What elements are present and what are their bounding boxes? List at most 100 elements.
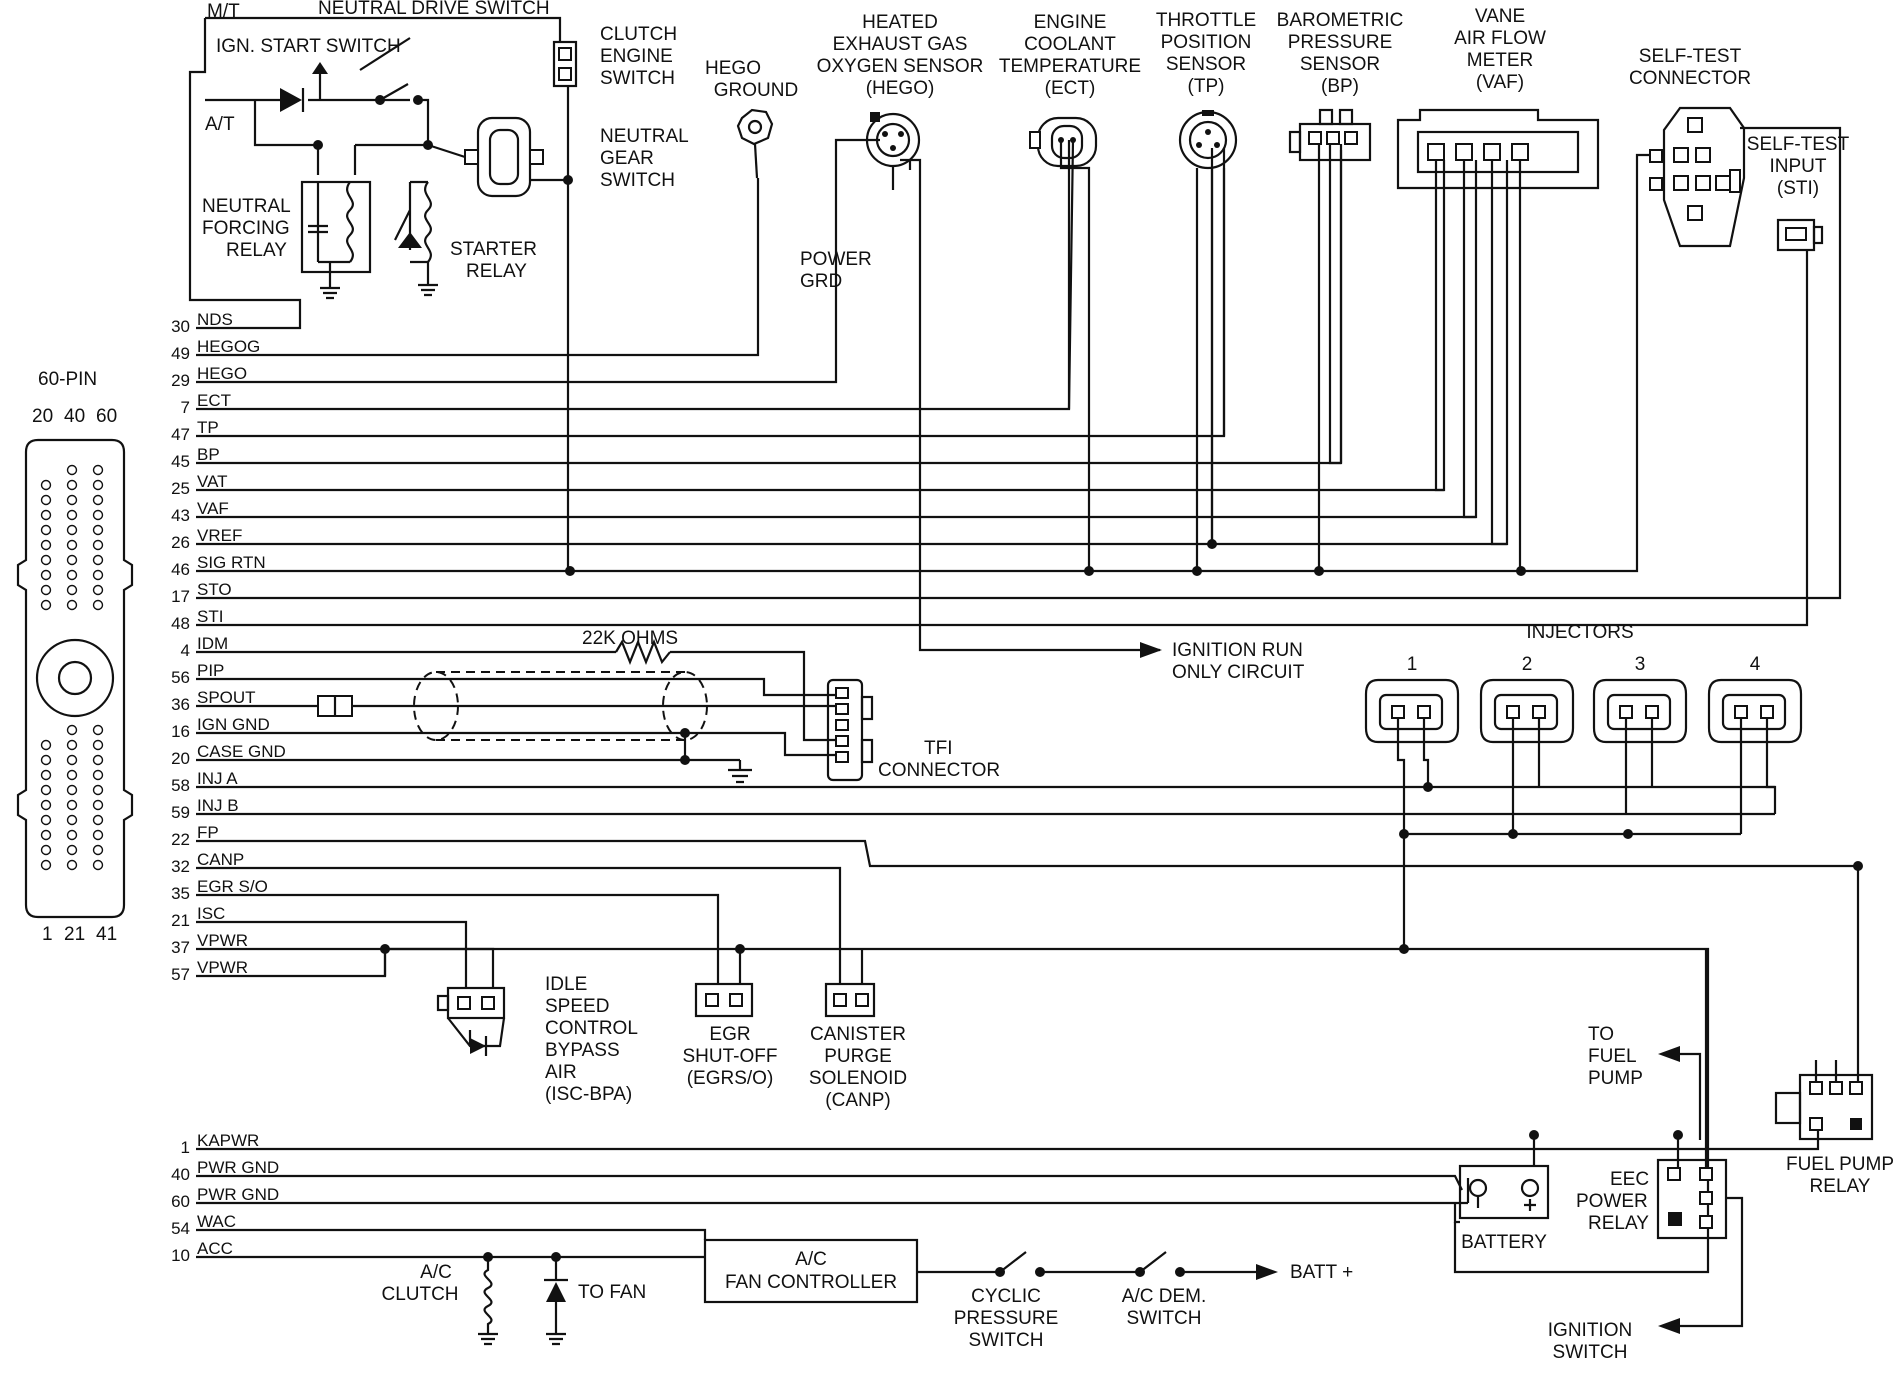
label-hego-4: (HEGO) xyxy=(866,78,935,99)
pin-signal: IDM xyxy=(197,634,228,653)
label-tfi-1: TFI xyxy=(924,738,953,759)
label-egr-2: SHUT-OFF xyxy=(683,1046,778,1067)
wire-starter-relay xyxy=(410,180,430,285)
pin-signal: VAT xyxy=(197,472,228,491)
hego-pin xyxy=(882,131,888,137)
self-test-connector: SELF-TEST CONNECTOR SELF-TEST INPUT (STI… xyxy=(1629,46,1850,252)
eec-relay-pin xyxy=(1699,1215,1713,1229)
connector-pin-hole xyxy=(66,494,78,506)
connector-bottom-number-41: 41 xyxy=(96,924,117,945)
pin-signal: SPOUT xyxy=(197,688,256,707)
wire-bp xyxy=(196,150,1343,465)
wire-switch-out xyxy=(418,98,430,145)
connector-pin-hole xyxy=(40,739,52,751)
label-eec-2: POWER xyxy=(1576,1191,1648,1212)
connector-pin-hole xyxy=(92,769,104,781)
connector-pin-hole xyxy=(66,784,78,796)
self-test-pin xyxy=(1673,147,1689,163)
connector-tab xyxy=(464,149,479,165)
wire-idm xyxy=(196,650,835,742)
tfi-side-tab xyxy=(860,695,874,721)
pin-signal: CASE GND xyxy=(197,742,286,761)
pin-number: 56 xyxy=(171,668,190,687)
connector-pin-hole xyxy=(92,814,104,826)
starter-circuit: M/T A/T NEUTRAL DRIVE SWITCH IGN. START … xyxy=(202,0,689,571)
label-neutral-gear-3: SWITCH xyxy=(600,170,675,191)
self-test-body xyxy=(1662,106,1746,248)
connector-pin-hole xyxy=(92,829,104,841)
tp-pin xyxy=(1205,129,1211,135)
ect-inner xyxy=(1050,124,1084,160)
label-power-grd-1: POWER xyxy=(800,249,872,270)
ground-eyelet-hole xyxy=(747,119,763,135)
wire-fp xyxy=(196,839,1860,1082)
label-cyclic-3: SWITCH xyxy=(969,1330,1044,1351)
shield-end-icon xyxy=(413,671,459,741)
wire-ect-sensor xyxy=(1059,139,1091,571)
pin-signal: VAF xyxy=(197,499,229,518)
fp-relay-pin xyxy=(1849,1081,1863,1095)
wire-isc xyxy=(196,920,468,988)
label-fp-relay-2: RELAY xyxy=(1810,1176,1871,1197)
connector-center-hub xyxy=(57,660,93,696)
junction-dot xyxy=(313,140,323,150)
wire-bp-sensor xyxy=(1317,144,1343,571)
pin-signal: ECT xyxy=(197,391,231,410)
tp-pin xyxy=(1214,142,1220,148)
connector-pin-hole xyxy=(66,724,78,736)
diode-icon xyxy=(546,1282,566,1302)
wire-egr xyxy=(196,893,720,984)
label-injectors: INJECTORS xyxy=(1526,622,1633,643)
label-at: A/T xyxy=(205,114,235,135)
pin-number: 10 xyxy=(171,1246,190,1265)
injector-number-4: 4 xyxy=(1750,654,1761,675)
label-ect-2: COOLANT xyxy=(1024,34,1116,55)
connector-pin-hole xyxy=(40,569,52,581)
connector-pin-hole xyxy=(40,829,52,841)
fuel-pump-relay-tab xyxy=(1774,1091,1802,1125)
label-tp-4: (TP) xyxy=(1188,76,1225,97)
label-ignition-switch-2: SWITCH xyxy=(1553,1342,1628,1363)
label-ign-run-2: ONLY CIRCUIT xyxy=(1172,662,1305,683)
label-tp-3: SENSOR xyxy=(1166,54,1246,75)
connector-pin-hole xyxy=(92,479,104,491)
injector-2 xyxy=(1479,678,1575,834)
tfi-connector-body xyxy=(826,678,864,782)
connector-pin-hole xyxy=(40,509,52,521)
sti-plug-pin xyxy=(1785,227,1807,241)
label-canp-4: (CANP) xyxy=(825,1090,890,1111)
pin-signal: ACC xyxy=(197,1239,233,1258)
ground-icon xyxy=(418,283,438,297)
tp-inner xyxy=(1188,120,1228,160)
connector-pin-hole xyxy=(92,739,104,751)
pin-signal: VPWR xyxy=(197,958,248,977)
label-hego-1: HEATED xyxy=(862,12,938,33)
self-test-pin xyxy=(1687,205,1703,221)
power-circuit: TO FUEL PUMP FUEL PUMP RELAY BATTERY E xyxy=(1453,949,1894,1363)
connector-pin-hole xyxy=(66,524,78,536)
ground-icon xyxy=(546,1332,566,1346)
connector-title: 60-PIN xyxy=(38,369,97,390)
eec-relay-pin-filled xyxy=(1668,1212,1682,1226)
connector-pin-hole xyxy=(40,494,52,506)
label-resistor: 22K OHMS xyxy=(582,628,678,649)
connector-pin-hole xyxy=(66,509,78,521)
pin-signal: PWR GND xyxy=(197,1185,279,1204)
pin-signal: WAC xyxy=(197,1212,236,1231)
connector-bottom-number-21: 21 xyxy=(64,924,85,945)
ac-circuit: A/C FAN CONTROLLER A/C CLUTCH TO FAN BAT… xyxy=(381,1238,1353,1351)
wire-injector-power xyxy=(1402,832,1741,949)
injector-1 xyxy=(1364,678,1460,834)
connector-60-pin: 60-PIN 20 40 60 1 21 41 xyxy=(16,369,134,945)
label-ect-4: (ECT) xyxy=(1045,78,1096,99)
tfi-pin xyxy=(835,703,849,715)
